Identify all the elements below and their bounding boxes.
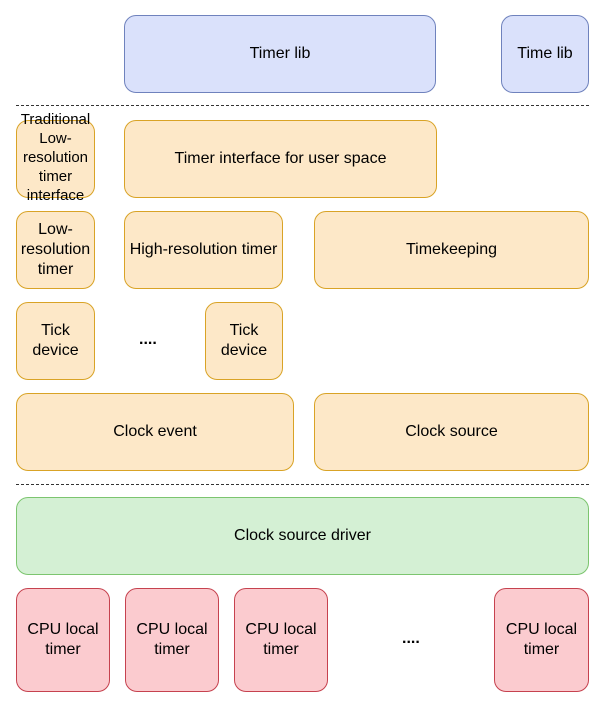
clock-source-label: Clock source (405, 423, 498, 440)
tick-device-ellipsis: .... (139, 331, 157, 348)
traditional-low-resolution-timer-interface-label: Traditional Low- resolution timer interf… (20, 110, 91, 204)
cpu-local-timer-label-3: CPU local timer (245, 621, 317, 658)
high-resolution-timer-box: High-resolution timer (124, 211, 283, 289)
timer-interface-user-space-box: Timer interface for user space (124, 120, 437, 198)
timekeeping-label: Timekeeping (405, 241, 497, 258)
timer-interface-user-space-label: Timer interface for user space (174, 150, 387, 167)
layer-divider-top (16, 105, 589, 106)
layer-divider-bottom (16, 484, 589, 485)
traditional-low-resolution-timer-interface-box: Traditional Low- resolution timer interf… (16, 111, 95, 204)
cpu-local-timer-label-4: CPU local timer (505, 621, 578, 658)
time-lib-box: Time lib (501, 15, 589, 93)
cpu-local-timer-box-2: CPU local timer (125, 588, 219, 692)
tick-device-label-2: Tick device (220, 322, 268, 359)
clock-event-box: Clock event (16, 393, 294, 471)
cpu-local-timer-box-1: CPU local timer (16, 588, 110, 692)
low-resolution-timer-label: Low- resolution timer (20, 221, 91, 278)
timer-lib-label: Timer lib (249, 45, 311, 62)
cpu-local-timer-label-1: CPU local timer (27, 621, 99, 658)
tick-device-box-1: Tick device (16, 302, 95, 380)
clock-source-driver-label: Clock source driver (234, 527, 371, 544)
timer-lib-box: Timer lib (124, 15, 436, 93)
cpu-local-timer-ellipsis: .... (402, 630, 420, 647)
cpu-local-timer-box-3: CPU local timer (234, 588, 328, 692)
cpu-local-timer-label-2: CPU local timer (136, 621, 208, 658)
clock-source-driver-box: Clock source driver (16, 497, 589, 575)
time-lib-label: Time lib (517, 45, 573, 62)
tick-device-label-1: Tick device (32, 322, 79, 359)
high-resolution-timer-label: High-resolution timer (129, 241, 278, 258)
timekeeping-box: Timekeeping (314, 211, 589, 289)
clock-source-box: Clock source (314, 393, 589, 471)
clock-event-label: Clock event (113, 423, 197, 440)
cpu-local-timer-box-4: CPU local timer (494, 588, 589, 692)
tick-device-box-2: Tick device (205, 302, 283, 380)
low-resolution-timer-box: Low- resolution timer (16, 211, 95, 289)
